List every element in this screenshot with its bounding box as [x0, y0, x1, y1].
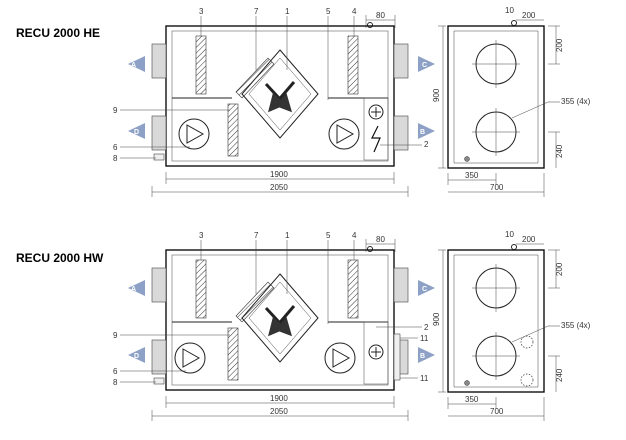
port-label-b: B	[420, 129, 425, 136]
callout-5: 5	[326, 7, 331, 16]
dim-350: 350	[465, 171, 479, 180]
callout-3: 3	[199, 231, 204, 240]
unit-hw: RECU 2000 HW 80	[16, 230, 591, 421]
callout-5: 5	[326, 231, 331, 240]
port-label-a: A	[131, 286, 136, 293]
callout-9: 9	[113, 331, 118, 340]
dim-240: 240	[555, 144, 564, 158]
callout-11-upper: 11	[420, 334, 429, 343]
dim-10: 10	[505, 230, 514, 239]
dim-700: 700	[490, 407, 504, 416]
dim-2050: 2050	[270, 407, 288, 416]
dim-200-right: 200	[555, 262, 564, 276]
callout-6: 6	[113, 367, 118, 376]
dim-700: 700	[490, 183, 504, 192]
dim-2050: 2050	[270, 183, 288, 192]
callout-1: 1	[285, 231, 290, 240]
dim-200-top: 200	[522, 235, 536, 244]
callout-8: 8	[113, 378, 118, 387]
dim-355: 355 (4x)	[561, 97, 591, 106]
port-label-d: D	[134, 129, 139, 136]
side-view: 10 200 900 200 240 355 (4x) 350 700	[432, 6, 591, 197]
dim-80: 80	[376, 235, 385, 244]
dim-1900: 1900	[270, 170, 288, 179]
side-view: 10 200 900 200 240 355 (4x) 350 700	[432, 230, 591, 421]
dim-240: 240	[555, 368, 564, 382]
unit-he: RECU 2000 HE 80	[16, 6, 591, 197]
callout-4: 4	[352, 231, 357, 240]
unit-title: RECU 2000 HE	[16, 26, 100, 40]
callout-6: 6	[113, 143, 118, 152]
callout-3: 3	[199, 7, 204, 16]
dim-200-top: 200	[522, 11, 536, 20]
port-label-c: C	[422, 286, 427, 293]
callout-9: 9	[113, 106, 118, 115]
callout-2: 2	[424, 140, 429, 149]
dim-80: 80	[376, 11, 385, 20]
front-view: 80	[113, 7, 435, 197]
callout-7: 7	[254, 231, 259, 240]
dim-1900: 1900	[270, 394, 288, 403]
front-view: 80	[113, 231, 435, 421]
callout-8: 8	[113, 154, 118, 163]
callout-11-lower: 11	[420, 374, 429, 383]
port-label-c: C	[422, 62, 427, 69]
callout-2: 2	[424, 323, 429, 332]
unit-title: RECU 2000 HW	[16, 251, 104, 265]
dim-900: 900	[432, 88, 441, 102]
port-label-b: B	[420, 353, 425, 360]
callout-1: 1	[285, 7, 290, 16]
port-label-a: A	[131, 62, 136, 69]
dim-10: 10	[505, 6, 514, 15]
dim-200-right: 200	[555, 38, 564, 52]
callout-4: 4	[352, 7, 357, 16]
port-label-d: D	[134, 353, 139, 360]
callout-7: 7	[254, 7, 259, 16]
dim-900: 900	[432, 312, 441, 326]
dim-355: 355 (4x)	[561, 321, 591, 330]
dim-350: 350	[465, 395, 479, 404]
